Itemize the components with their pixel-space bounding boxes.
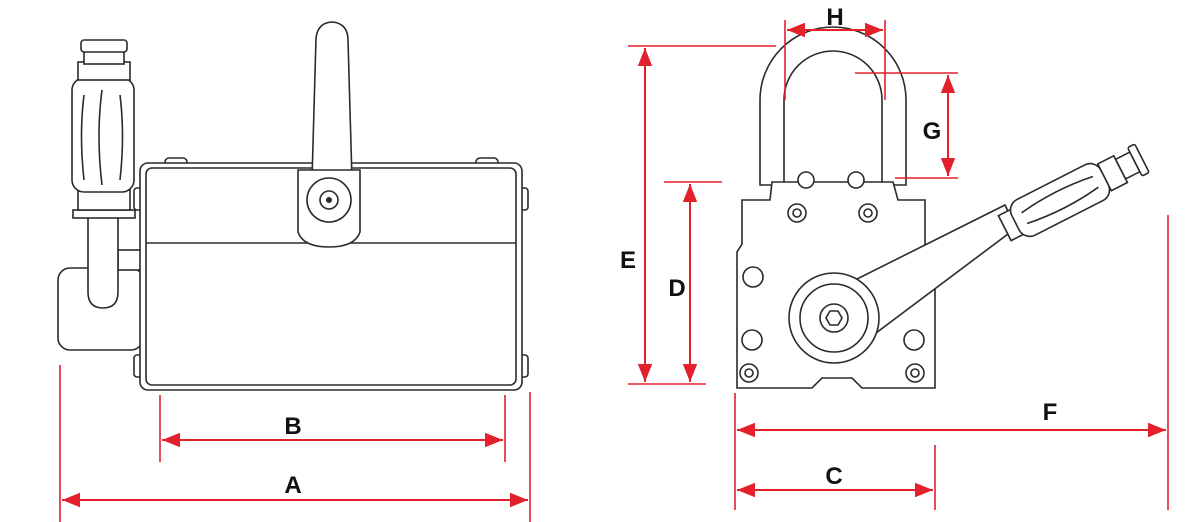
- side-view: [57, 21, 529, 391]
- label-b: B: [284, 413, 301, 440]
- grip-collar-bottom: [72, 209, 136, 219]
- label-a: A: [284, 472, 301, 499]
- label-g: G: [923, 118, 942, 145]
- label-e: E: [620, 247, 636, 274]
- front-grip-handle: [997, 143, 1150, 242]
- label-c: C: [825, 463, 842, 490]
- label-h: H: [826, 4, 843, 31]
- dimensions: [59, 20, 1169, 522]
- label-f: F: [1043, 399, 1058, 426]
- front-view: [736, 26, 1150, 389]
- lever-tube: [87, 209, 119, 309]
- release-lever: [311, 21, 353, 181]
- grip-ring-bottom: [77, 189, 131, 211]
- grip-cap-top: [80, 39, 128, 53]
- label-d: D: [668, 275, 685, 302]
- lifting-shackle: [759, 26, 907, 186]
- dimension-labels: A B C D E F G H: [284, 4, 1057, 499]
- bolt-holes: [739, 203, 925, 383]
- hex-bolt: [825, 310, 843, 326]
